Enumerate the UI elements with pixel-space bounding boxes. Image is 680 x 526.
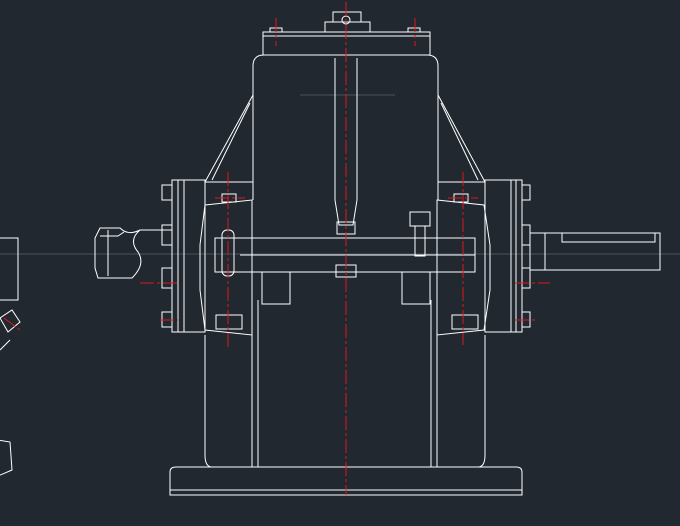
partial-adjacent-view [0, 237, 21, 476]
construction-lines [0, 94, 680, 255]
bolt [409, 211, 431, 257]
right-bearing-block [401, 193, 491, 336]
right-flange [484, 179, 531, 333]
centerlines [3, 2, 550, 495]
left-bearing-block [199, 193, 291, 336]
horizontal-shaft [214, 237, 476, 273]
input-shaft-left [94, 227, 172, 279]
side-ribs [204, 94, 486, 183]
pedestal [204, 300, 486, 468]
output-shaft-right [529, 232, 661, 271]
left-flange [161, 179, 206, 333]
